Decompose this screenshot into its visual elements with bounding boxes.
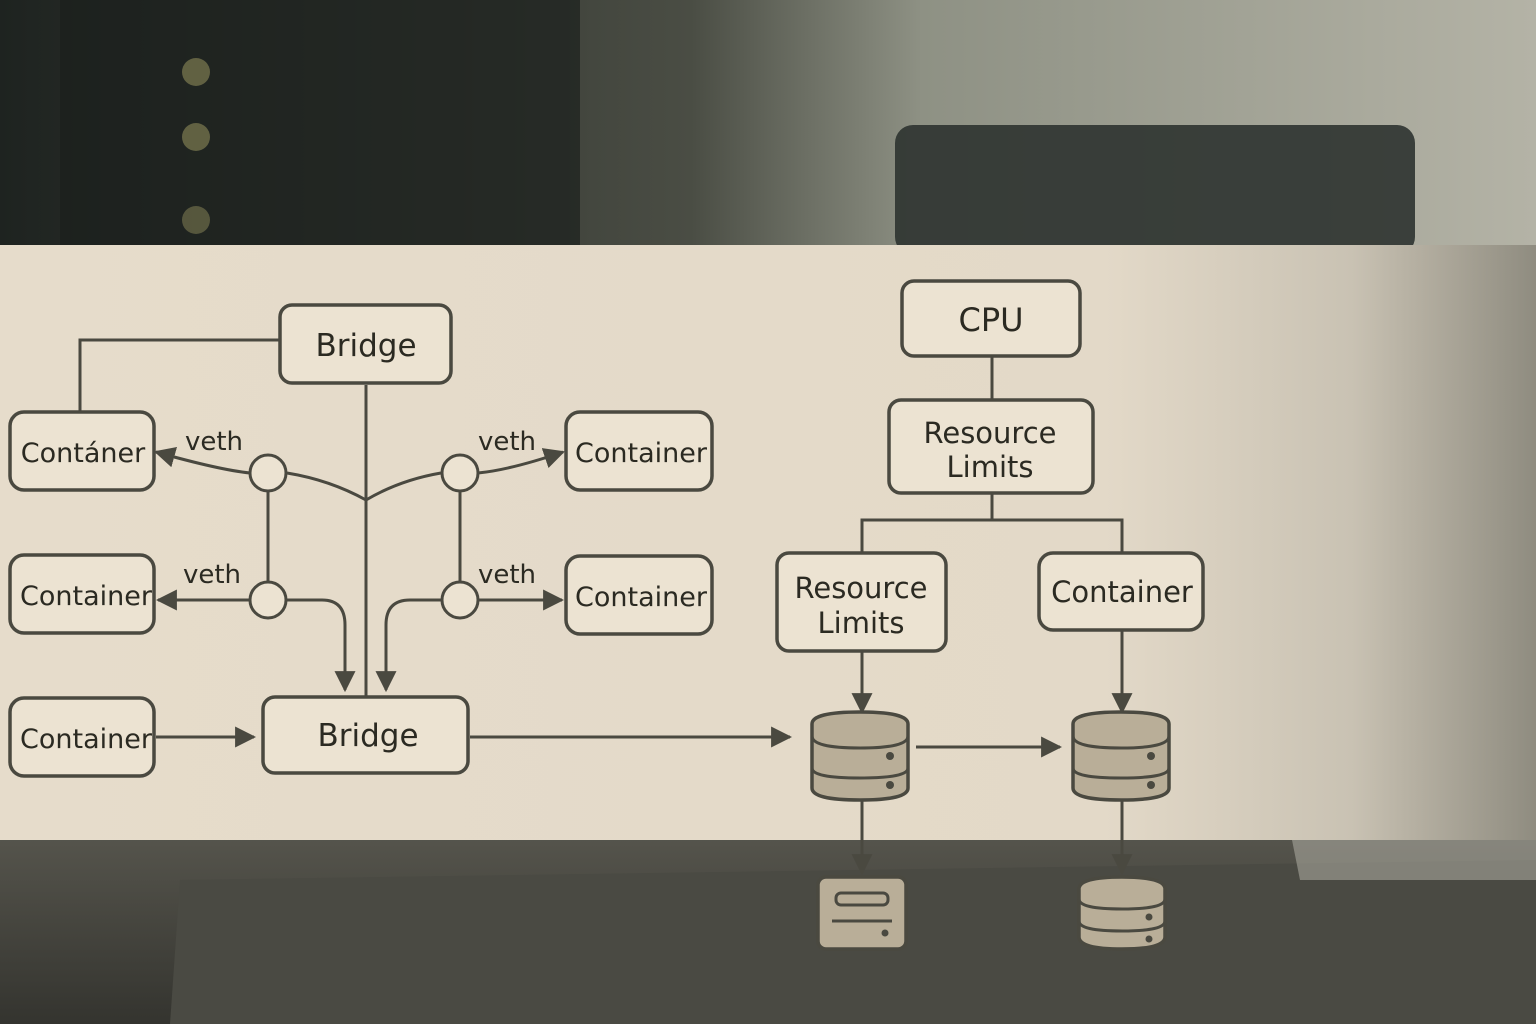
veth-node bbox=[440, 453, 480, 493]
veth-node bbox=[248, 453, 288, 493]
database-icon bbox=[1077, 875, 1167, 951]
bridge-label: Bridge bbox=[315, 328, 416, 364]
container-box bbox=[8, 696, 156, 778]
bridge-network: veth veth veth veth Bridge Bridge Contán… bbox=[8, 303, 793, 778]
veth-arrow bbox=[477, 448, 565, 475]
container-label: Container bbox=[575, 582, 708, 613]
resource-limits-box bbox=[775, 551, 948, 653]
bridge-label: Bridge bbox=[317, 718, 418, 754]
resource-limits-box bbox=[887, 398, 1095, 495]
container-box bbox=[564, 554, 714, 636]
veth-node bbox=[440, 580, 480, 620]
cpu-box bbox=[900, 279, 1082, 358]
bridge-box-bottom bbox=[261, 695, 470, 775]
veth-label: veth bbox=[478, 560, 536, 590]
bridge-box-top bbox=[278, 303, 453, 385]
veth-label: veth bbox=[478, 427, 536, 457]
diagram-panel bbox=[0, 245, 1536, 840]
veth-label: veth bbox=[183, 560, 241, 590]
server-icon bbox=[816, 875, 908, 951]
container-label: Container bbox=[575, 438, 708, 469]
container-label: Container bbox=[1051, 575, 1193, 609]
cpu-label: CPU bbox=[958, 301, 1023, 339]
veth-arrow bbox=[153, 447, 251, 475]
container-box bbox=[564, 410, 714, 492]
container-label: Contáner bbox=[21, 438, 146, 469]
database-icon bbox=[1071, 710, 1171, 802]
limits-link bbox=[860, 493, 994, 553]
veth-label: veth bbox=[185, 427, 243, 457]
veth-link bbox=[286, 471, 367, 502]
veth-link bbox=[365, 471, 442, 502]
container-box bbox=[1037, 551, 1205, 632]
bridge-to-container-link bbox=[78, 338, 280, 412]
container-label: Container bbox=[20, 581, 153, 612]
veth-node bbox=[248, 580, 288, 620]
veth-arrow bbox=[287, 598, 356, 693]
veth-arrow bbox=[375, 598, 441, 693]
container-box bbox=[8, 553, 156, 635]
database-icon bbox=[810, 710, 910, 802]
container-label: Container bbox=[20, 724, 153, 755]
container-box bbox=[8, 410, 156, 492]
limits-link bbox=[992, 518, 1124, 553]
